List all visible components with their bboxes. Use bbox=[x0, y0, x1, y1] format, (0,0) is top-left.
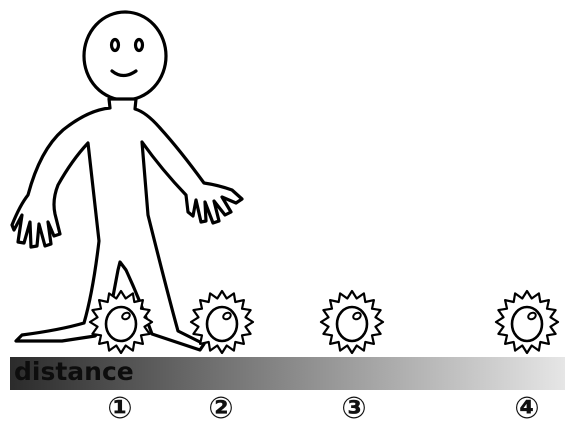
ball-core bbox=[106, 307, 136, 341]
marker-4: ④ bbox=[505, 392, 549, 426]
spiky-ball-icon bbox=[321, 291, 383, 353]
marker-3: ③ bbox=[332, 392, 376, 426]
marker-2: ② bbox=[199, 392, 243, 426]
spiky-ball-icon bbox=[90, 291, 152, 353]
ball-core bbox=[207, 307, 237, 341]
spiky-ball-icon bbox=[496, 291, 558, 353]
distance-label: distance bbox=[14, 357, 134, 387]
head-icon bbox=[84, 12, 166, 100]
marker-1: ① bbox=[98, 392, 142, 426]
ball-core bbox=[512, 307, 542, 341]
ball-core bbox=[337, 307, 367, 341]
spiky-ball-icon bbox=[191, 291, 253, 353]
